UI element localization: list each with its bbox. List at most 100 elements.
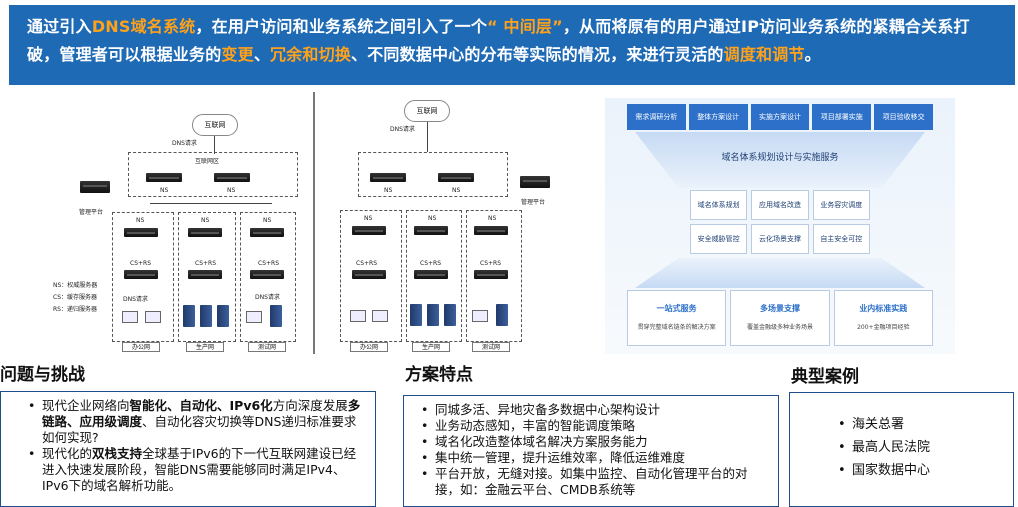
zone-production	[406, 210, 462, 342]
challenge-emphasis: 双栈支持	[92, 446, 143, 461]
challenges-box: 现代企业网络向智能化、自动化、IPv6化方向深度发展多链路、应用级调度、自动化容…	[0, 391, 376, 507]
features-box: 同城多活、异地灾备多数据中心架构设计 业务动态感知，丰富的智能调度策略 域名化改…	[403, 395, 779, 507]
case-item: 海关总署	[838, 413, 1003, 436]
production-server	[410, 304, 422, 326]
ns-label: NS	[227, 187, 236, 194]
internet-cloud: 互联网	[404, 100, 450, 122]
ns-label: NS	[428, 215, 437, 222]
office-pc	[145, 311, 161, 323]
framework-band-bottom	[635, 258, 925, 288]
banner-highlight: 变更	[221, 45, 254, 64]
ns-server	[146, 173, 182, 182]
office-pc	[122, 311, 138, 323]
test-pc	[246, 311, 262, 323]
capability-item: 自主安全可控	[812, 224, 870, 254]
mgmt-server	[520, 176, 550, 188]
ns-label: NS	[452, 187, 461, 194]
challenge-text: 现代化的	[42, 446, 93, 461]
network-production: 生产网	[412, 342, 450, 352]
banner-segment: 、	[253, 45, 271, 64]
capability-item: 安全威胁管控	[690, 224, 748, 254]
cs-rs-server	[474, 270, 508, 279]
mgmt-server	[80, 181, 110, 193]
challenge-text: 现代企业网络向	[42, 398, 130, 413]
ns-label: NS	[364, 215, 373, 222]
cases-list: 海关总署 最高人民法院 国家数据中心	[838, 413, 1003, 482]
cs-rs-label: CS+RS	[195, 260, 217, 267]
zone-test	[240, 212, 296, 342]
internet-zone	[128, 152, 298, 197]
ns-label: NS	[384, 187, 393, 194]
case-item: 国家数据中心	[838, 459, 1003, 482]
mgmt-label: 管理平台	[79, 209, 104, 216]
internet-zone	[358, 152, 508, 197]
challenge-text: 方向深度发展	[272, 398, 348, 413]
cs-rs-server	[124, 270, 158, 279]
ns-server	[250, 228, 284, 237]
challenge-text: 、自动化容灾切换等DNS递归标准要求如何实现?	[42, 414, 357, 445]
cs-rs-server	[352, 270, 386, 279]
ns-label: NS	[160, 187, 169, 194]
intro-banner: 通过引入DNS域名系统，在用户访问和业务系统之间引入了一个“ 中间层”，从而将原…	[9, 5, 1015, 85]
test-server	[270, 305, 282, 327]
office-pc	[350, 310, 366, 322]
capability-item: 应用域名改造	[751, 190, 809, 220]
production-server	[200, 305, 212, 327]
test-server	[496, 304, 508, 326]
capability-item: 云化场景支撑	[751, 224, 809, 254]
banner-highlight: 调度和调节	[723, 45, 805, 64]
zone-office	[112, 212, 174, 342]
advantage-sub: 覆盖金融级多种业务场景	[746, 324, 813, 331]
ns-server	[352, 226, 386, 235]
network-test: 测试网	[472, 342, 510, 352]
legend-ns: NS：权威服务器	[53, 282, 98, 289]
ns-label: NS	[136, 217, 145, 224]
legend-cs: CS：缓存服务器	[53, 294, 97, 301]
challenge-item: 现代企业网络向智能化、自动化、IPv6化方向深度发展多链路、应用级调度、自动化容…	[28, 398, 363, 446]
advantage-card: 业内标准实践 200+金融项目经验	[833, 290, 933, 346]
advantage-card: 多场景支撑 覆盖金融级多种业务场景	[730, 290, 830, 346]
phase-item: 项目部署实施	[812, 104, 872, 130]
capability-item: 业务容灾调度	[812, 190, 870, 220]
dns-request-label: DNS请求	[123, 296, 148, 303]
cs-rs-server	[414, 270, 448, 279]
challenges-list: 现代企业网络向智能化、自动化、IPv6化方向深度发展多链路、应用级调度、自动化容…	[28, 398, 363, 494]
phase-item: 项目验收移交	[874, 104, 933, 130]
cs-rs-server	[250, 270, 284, 279]
advantage-title: 多场景支撑	[759, 304, 800, 313]
office-pc	[372, 310, 388, 322]
legend-rs: RS：递归服务器	[53, 306, 97, 313]
ns-server	[124, 228, 158, 237]
challenges-title: 问题与挑战	[0, 365, 85, 385]
feature-item: 业务动态感知，丰富的智能调度策略	[421, 418, 768, 434]
advantage-sub: 200+金融项目经验	[857, 324, 910, 331]
ns-server	[474, 226, 508, 235]
advantage-sub: 贯穿完整域名链条的解决方案	[637, 324, 716, 331]
internet-cloud: 互联网	[192, 114, 238, 136]
features-title: 方案特点	[405, 365, 473, 385]
features-list: 同城多活、异地灾备多数据中心架构设计 业务动态感知，丰富的智能调度策略 域名化改…	[421, 402, 768, 498]
challenge-item: 现代化的双栈支持全球基于IPv6的下一代互联网建设已经进入快速发展阶段，智能DN…	[28, 446, 363, 494]
challenge-emphasis: 多链路、应用级调度	[42, 398, 361, 429]
banner-highlight: DNS域名系统	[91, 17, 196, 36]
banner-segment: 通过引入	[27, 17, 92, 36]
network-production: 生产网	[186, 342, 224, 352]
ns-label: NS	[201, 217, 210, 224]
cases-box: 海关总署 最高人民法院 国家数据中心	[789, 392, 1014, 507]
cases-title: 典型案例	[791, 367, 859, 387]
banner-highlight: “ 中间层”	[487, 17, 563, 36]
intro-text: 通过引入DNS域名系统，在用户访问和业务系统之间引入了一个“ 中间层”，从而将原…	[27, 13, 1001, 69]
capability-item: 域名体系规划	[690, 190, 748, 220]
diagram-divider	[313, 92, 315, 354]
cs-rs-label: CS+RS	[130, 260, 152, 267]
framework-band-top	[635, 132, 925, 188]
production-server	[444, 304, 456, 326]
production-server	[427, 304, 439, 326]
advantage-card: 一站式服务 贯穿完整域名链条的解决方案	[627, 290, 727, 346]
advantage-title: 业内标准实践	[859, 304, 908, 313]
zone-office	[340, 210, 402, 342]
test-pc	[472, 310, 488, 322]
production-server	[217, 305, 229, 327]
challenge-emphasis: 智能化、自动化、IPv6化	[129, 398, 273, 413]
dns-request-label: DNS请求	[390, 126, 415, 133]
